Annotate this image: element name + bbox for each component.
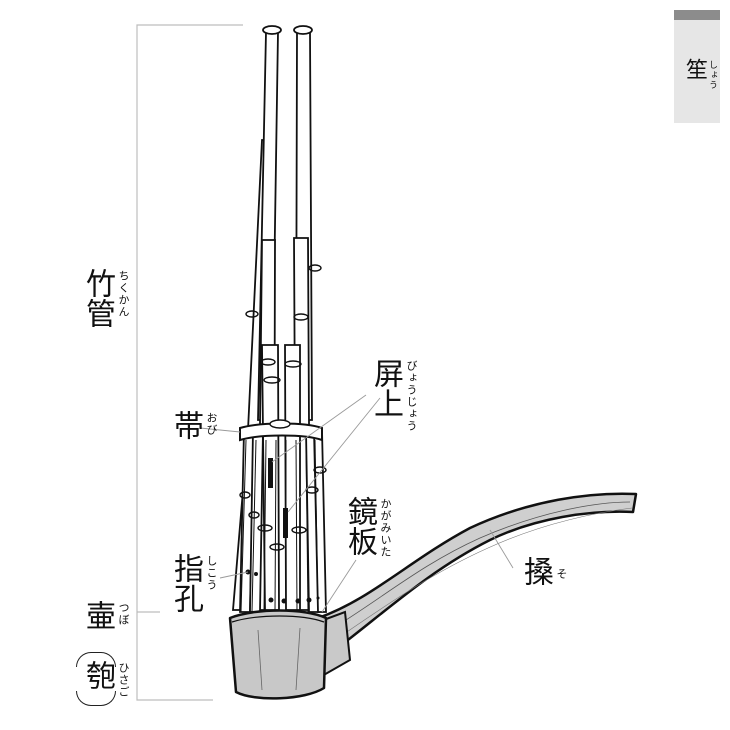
- label-kanji: 鏡板: [342, 496, 377, 556]
- label-kanji: 竹管: [80, 268, 115, 328]
- label-byoujou: 屏上 びょうじょう: [368, 358, 511, 432]
- leader-lines: [199, 394, 514, 613]
- label-ruby: かがみいた: [379, 498, 392, 558]
- paren-top: [76, 652, 116, 667]
- label-ruby: しこう: [205, 555, 218, 591]
- label-ruby: ひさご: [117, 662, 130, 698]
- label-ruby: つぼ: [117, 602, 130, 626]
- tab-bar: [674, 10, 720, 20]
- label-obi: 帯 おび: [168, 410, 229, 440]
- tab-kanji: 笙: [682, 58, 707, 80]
- tab-title: 笙 しょう: [682, 58, 730, 90]
- label-kanji: 搡: [518, 556, 553, 586]
- label-ruby: そ: [555, 568, 568, 580]
- section-tab[interactable]: 笙 しょう: [674, 10, 720, 123]
- label-chikukan: 竹管 ちくかん: [80, 268, 199, 328]
- byoujou-slot-upper: [268, 458, 273, 488]
- label-kagamiita: 鏡板 かがみいた: [342, 496, 473, 558]
- byoujou-slot-lower: [283, 508, 288, 538]
- label-ruby: びょうじょう: [405, 360, 418, 432]
- label-shikou: 指孔 しこう: [168, 553, 275, 613]
- label-ruby: ちくかん: [117, 270, 130, 318]
- bowl-tsubo: [228, 609, 328, 700]
- bamboo-pipes: [232, 25, 327, 613]
- label-tsubo: 壷 つぼ: [80, 600, 141, 630]
- label-so: 搡 そ: [518, 556, 568, 586]
- label-kanji: 屏上: [368, 358, 403, 418]
- label-kanji: 指孔: [168, 553, 203, 613]
- dimension-bracket: [136, 24, 243, 701]
- label-hisago: 匏 ひさご: [76, 652, 730, 706]
- tab-ruby: しょう: [707, 60, 717, 90]
- label-ruby: おび: [205, 412, 218, 436]
- label-kanji: 壷: [80, 600, 115, 630]
- label-kanji: 帯: [168, 410, 203, 440]
- band-obi: [239, 419, 323, 442]
